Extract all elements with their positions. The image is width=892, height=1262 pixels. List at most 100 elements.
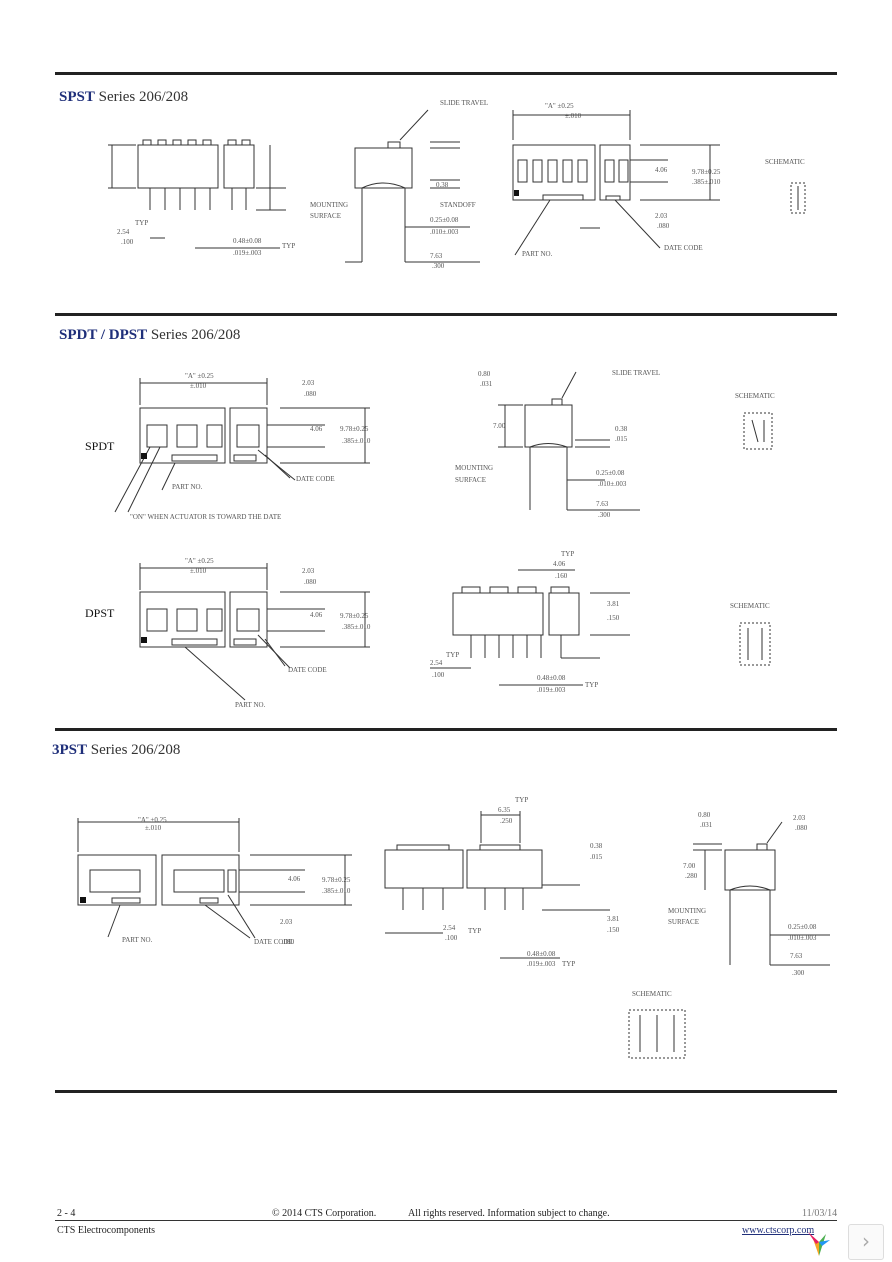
spst-dim-010: .010±.003	[430, 228, 459, 236]
3pst-dim-a: "A" ±0.25	[138, 816, 167, 824]
spst-dim-406: 4.06	[655, 166, 668, 174]
spdt-dim-300: .300	[598, 511, 611, 519]
dpst-typ-3: TYP	[585, 681, 598, 689]
spst-title-suffix: Series 206/208	[94, 89, 189, 105]
spst-schematic	[790, 182, 806, 214]
spdt-schematic-label: SCHEMATIC	[735, 392, 775, 400]
spst-part-no: PART NO.	[522, 250, 553, 258]
spdt-dim-025: 0.25±0.08	[596, 469, 625, 477]
3pst-dim-203: 2.03	[280, 918, 293, 926]
3pst-dim-762: 7.63	[790, 952, 803, 960]
app-logo-icon	[808, 1232, 830, 1256]
spst-standoff: STANDOFF	[440, 201, 476, 209]
footer-rule	[55, 1220, 837, 1221]
dpst-dim-406b: 4.06	[553, 560, 566, 568]
dpst-dim-406: 4.06	[310, 611, 323, 619]
spst-top-view	[512, 110, 720, 256]
3pst-dim-300: .300	[792, 969, 805, 977]
spst-dim-a-in: ±.010	[565, 112, 582, 120]
spst-dim-a: "A" ±0.25	[545, 102, 574, 110]
spdt-variant-label: SPDT	[85, 439, 115, 453]
spst-surface: SURFACE	[310, 212, 341, 220]
spdt-dim-010: .010±.003	[598, 480, 627, 488]
spst-dim-300: .300	[432, 262, 445, 270]
spdt-title-prefix: SPDT / DPST	[59, 327, 148, 343]
spdt-dim-031: .031	[480, 380, 493, 388]
dpst-dim-a: "A" ±0.25	[185, 557, 214, 565]
spdt-on-note: "ON" WHEN ACTUATOR IS TOWARD THE DATE	[130, 513, 281, 521]
3pst-top-view	[77, 818, 352, 939]
spdt-dim-978: 9.78±0.25	[340, 425, 369, 433]
spst-mounting: MOUNTING	[310, 201, 348, 209]
3pst-dim-048: 0.48±0.08	[527, 950, 556, 958]
section-divider-top	[55, 72, 837, 75]
3pst-dim-025: 0.25±0.08	[788, 923, 817, 931]
spst-dim-019: .019±.003	[233, 249, 262, 257]
spdt-part-no: PART NO.	[172, 483, 203, 491]
copyright-text: © 2014 CTS Corporation.	[272, 1208, 377, 1219]
3pst-dim-385: .385±.010	[322, 887, 351, 895]
3pst-title-prefix: 3PST	[52, 742, 88, 758]
spdt-surface: SURFACE	[455, 476, 486, 484]
company-name: CTS Electrocomponents	[57, 1225, 156, 1236]
dpst-dim-160: .160	[555, 572, 568, 580]
spst-pin1-marker	[514, 190, 519, 196]
dpst-dim-a-in: ±.010	[190, 567, 207, 575]
spdt-date-code: DATE CODE	[296, 475, 335, 483]
3pst-title-suffix: Series 206/208	[87, 742, 181, 758]
3pst-dim-100: .100	[445, 934, 458, 942]
3pst-date-code: DATE CODE	[254, 938, 293, 946]
dpst-typ-2: TYP	[446, 651, 459, 659]
spst-dim-254: 2.54	[117, 228, 130, 236]
spst-front-view	[108, 139, 286, 249]
spdt-dim-080: .080	[304, 390, 317, 398]
3pst-schematic-switch	[639, 1015, 675, 1052]
website-link[interactable]: www.ctscorp.com	[742, 1225, 815, 1236]
3pst-title: 3PST Series 206/208	[52, 742, 180, 759]
dpst-typ: TYP	[561, 550, 574, 558]
dpst-dim-978: 9.78±0.25	[340, 612, 369, 620]
spst-dim-203: 2.03	[655, 212, 668, 220]
spdt-side-view	[498, 371, 640, 511]
spdt-slide-travel: SLIDE TRAVEL	[612, 369, 660, 377]
spdt-dim-080b: 0.80	[478, 370, 491, 378]
spdt-dpst-title: SPDT / DPST Series 206/208	[59, 327, 240, 344]
dpst-dim-381: 3.81	[607, 600, 620, 608]
rights-text: All rights reserved. Information subject…	[408, 1208, 610, 1219]
dpst-dim-080: .080	[304, 578, 317, 586]
spst-dim-762: 7.63	[430, 252, 443, 260]
3pst-part-no: PART NO.	[122, 936, 153, 944]
dpst-schematic	[739, 622, 771, 666]
3pst-dim-254: 2.54	[443, 924, 456, 932]
dpst-pin1-marker	[141, 637, 147, 643]
next-page-button[interactable]: ›	[848, 1224, 884, 1260]
3pst-dim-381: 3.81	[607, 915, 620, 923]
3pst-dim-250: .250	[500, 817, 513, 825]
3pst-typ: TYP	[515, 796, 528, 804]
dpst-top-view	[139, 563, 370, 701]
spst-schematic-label: SCHEMATIC	[765, 158, 805, 166]
dpst-schematic-label: SCHEMATIC	[730, 602, 770, 610]
dpst-dim-203: 2.03	[302, 567, 315, 575]
spst-dim-100: .100	[121, 238, 134, 246]
spdt-dim-038: 0.38	[615, 425, 628, 433]
section-divider-3pst	[55, 728, 837, 731]
3pst-dim-700: 7.00	[683, 862, 696, 870]
3pst-typ-2: TYP	[468, 927, 481, 935]
3pst-surface: SURFACE	[668, 918, 699, 926]
spdt-mounting: MOUNTING	[455, 464, 493, 472]
dpst-dim-150: .150	[607, 614, 620, 622]
spst-title: SPST Series 206/208	[59, 89, 188, 106]
3pst-dim-280: .280	[685, 872, 698, 880]
spst-date-code: DATE CODE	[664, 244, 703, 252]
3pst-dim-038: 0.38	[590, 842, 603, 850]
spdt-pin1-marker	[141, 453, 147, 459]
dpst-variant-label: DPST	[85, 606, 115, 620]
3pst-dim-406: 4.06	[288, 875, 301, 883]
spdt-title-suffix: Series 206/208	[147, 327, 241, 343]
spst-dim-038: 0.38	[436, 181, 449, 189]
3pst-dim-203b: 2.03	[793, 814, 806, 822]
section-divider-bottom	[55, 1090, 837, 1093]
3pst-side-view	[693, 821, 830, 966]
